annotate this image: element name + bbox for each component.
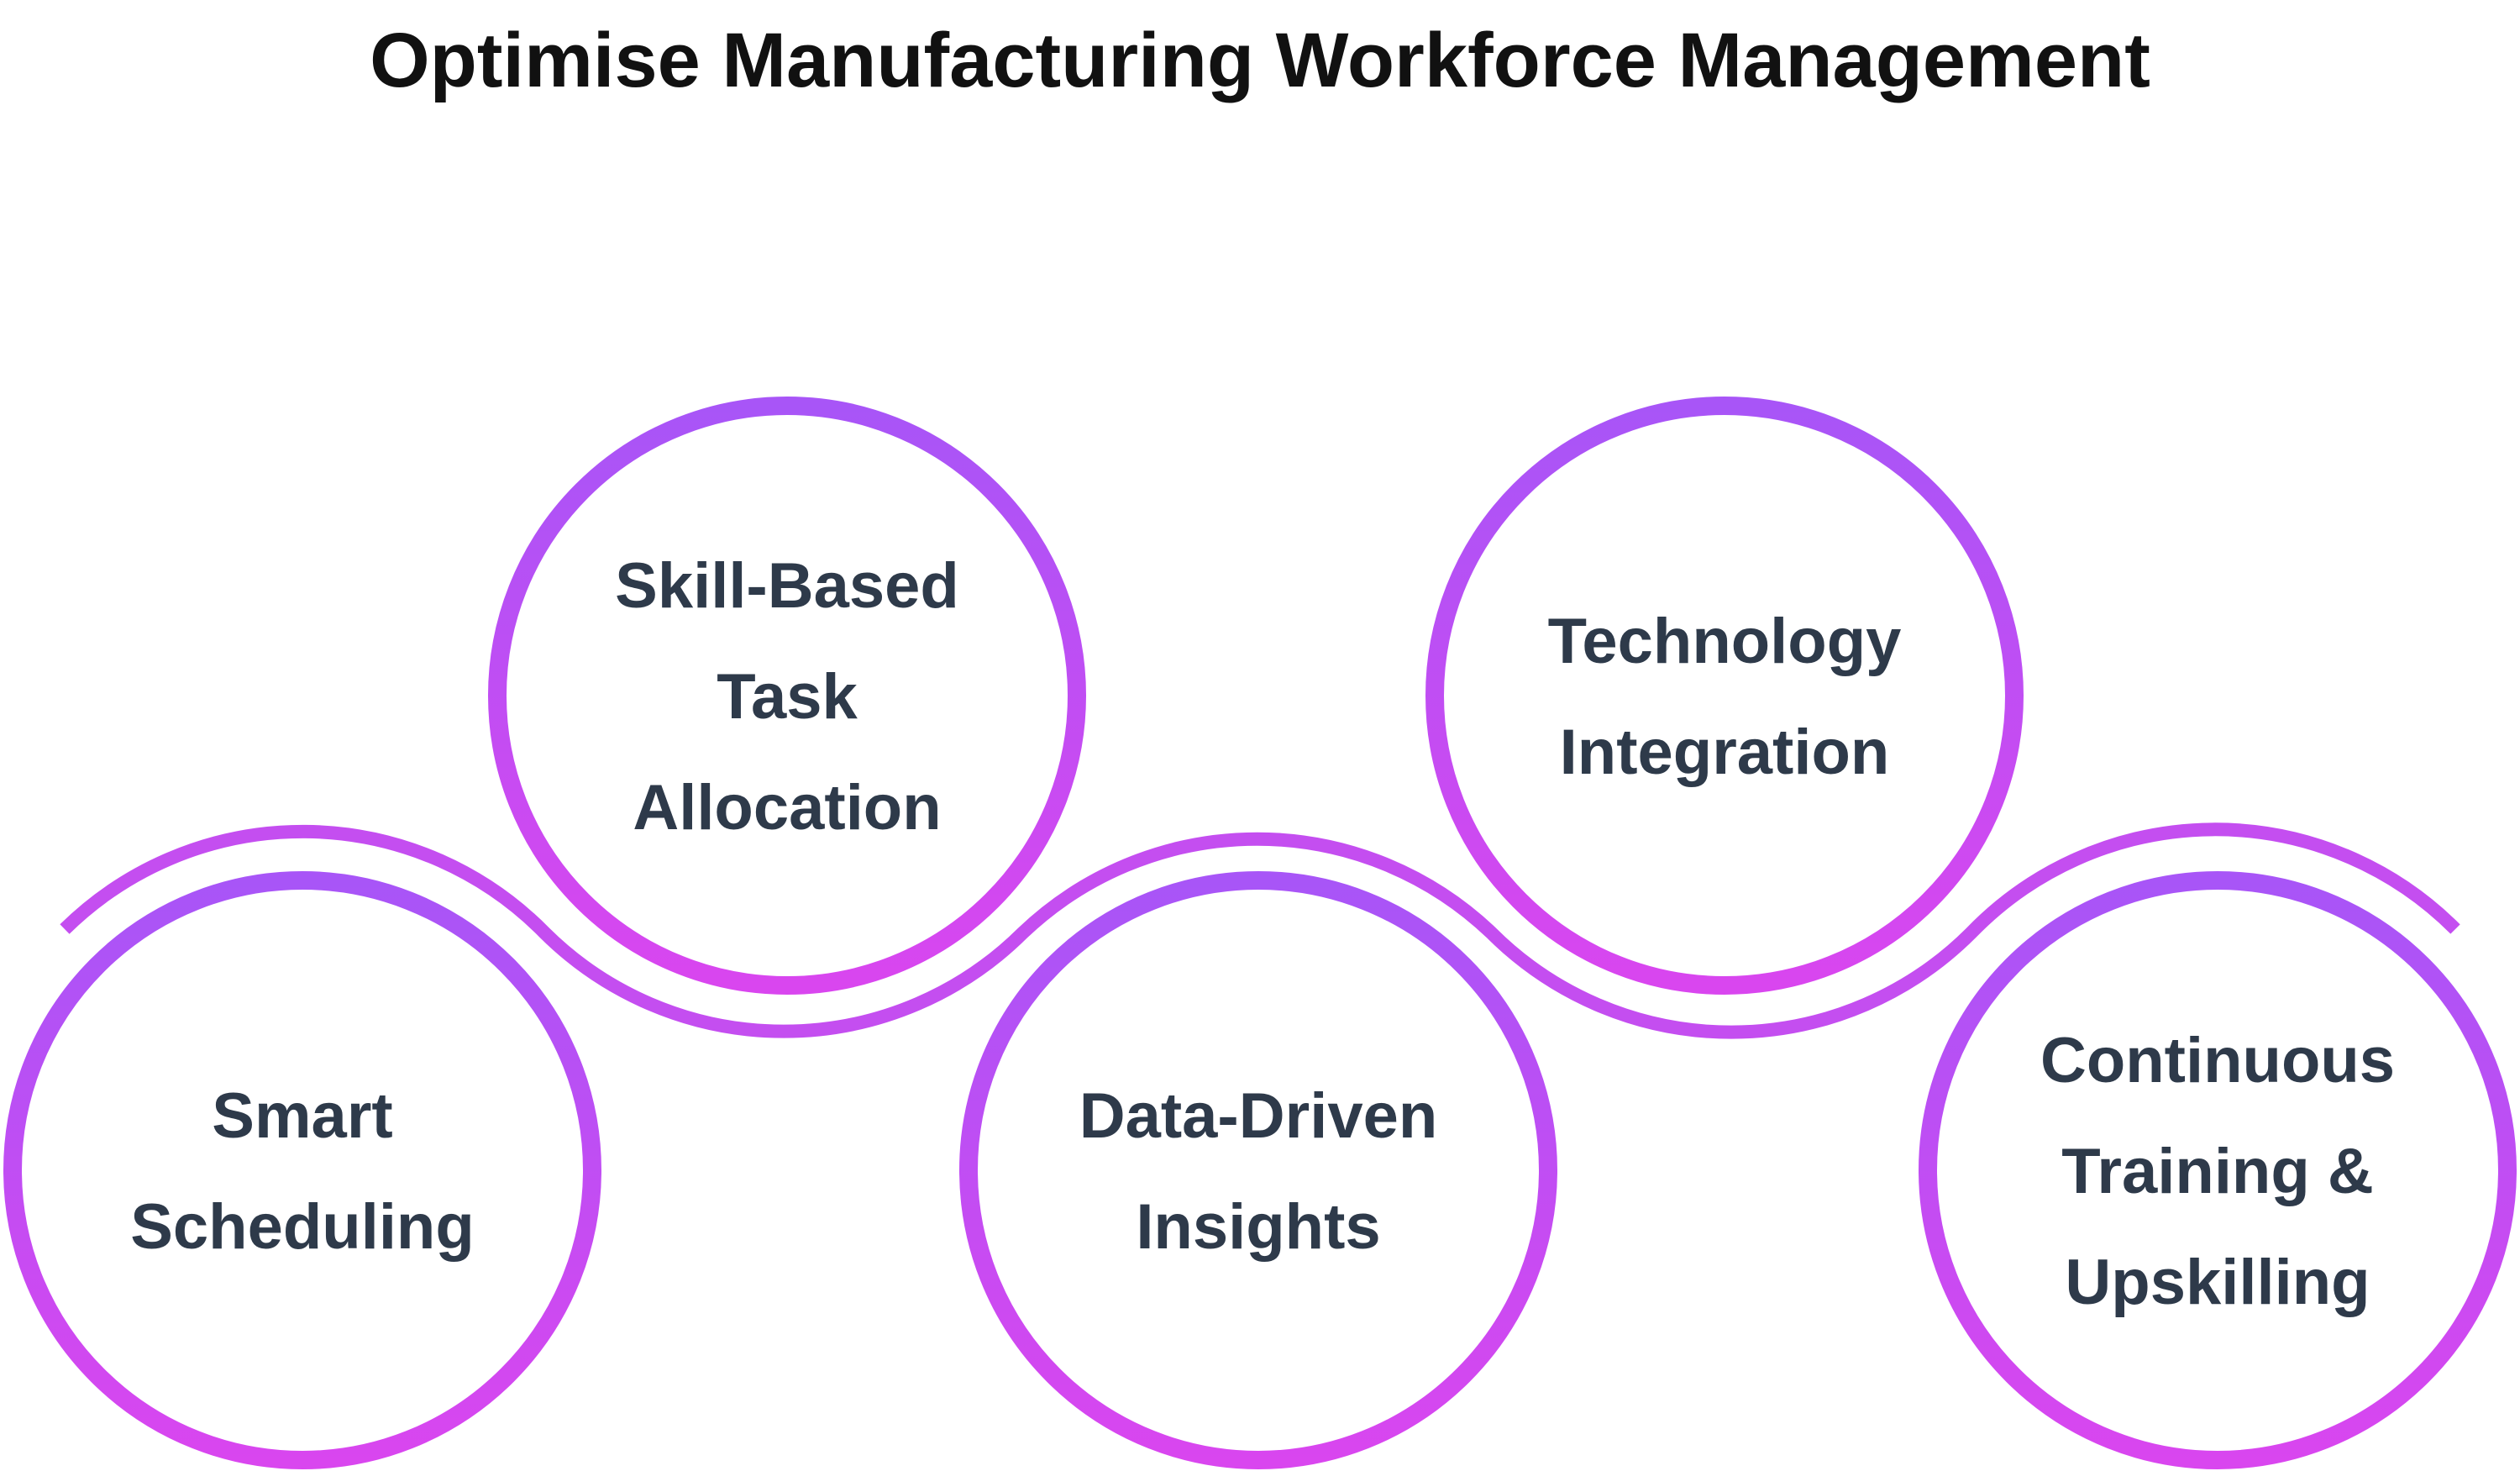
step-ring	[1425, 397, 2024, 995]
step-label-line: Smart	[212, 1080, 392, 1152]
step-label-line: Technology	[1548, 606, 1902, 677]
step-label-line: Task	[717, 661, 858, 733]
step-label-line: Data-Driven	[1079, 1080, 1438, 1152]
page-title: Optimise Manufacturing Workforce Managem…	[370, 18, 2150, 103]
step-label-line: Upskilling	[2065, 1247, 2370, 1318]
step-label-line: Continuous	[2040, 1025, 2395, 1096]
step-ring	[3, 871, 601, 1469]
step-label-line: Scheduling	[130, 1191, 475, 1263]
step-label-line: Allocation	[633, 772, 941, 843]
step-label-line: Integration	[1560, 717, 1890, 788]
step-label-line: Skill-Based	[615, 550, 959, 622]
step-ring	[488, 397, 1086, 995]
step-ring	[959, 871, 1557, 1469]
step-label-line: Training &	[2061, 1136, 2374, 1207]
step-label-line: Insights	[1136, 1191, 1380, 1263]
step-ring	[1919, 871, 2517, 1469]
connecting-wave	[60, 822, 2460, 1039]
